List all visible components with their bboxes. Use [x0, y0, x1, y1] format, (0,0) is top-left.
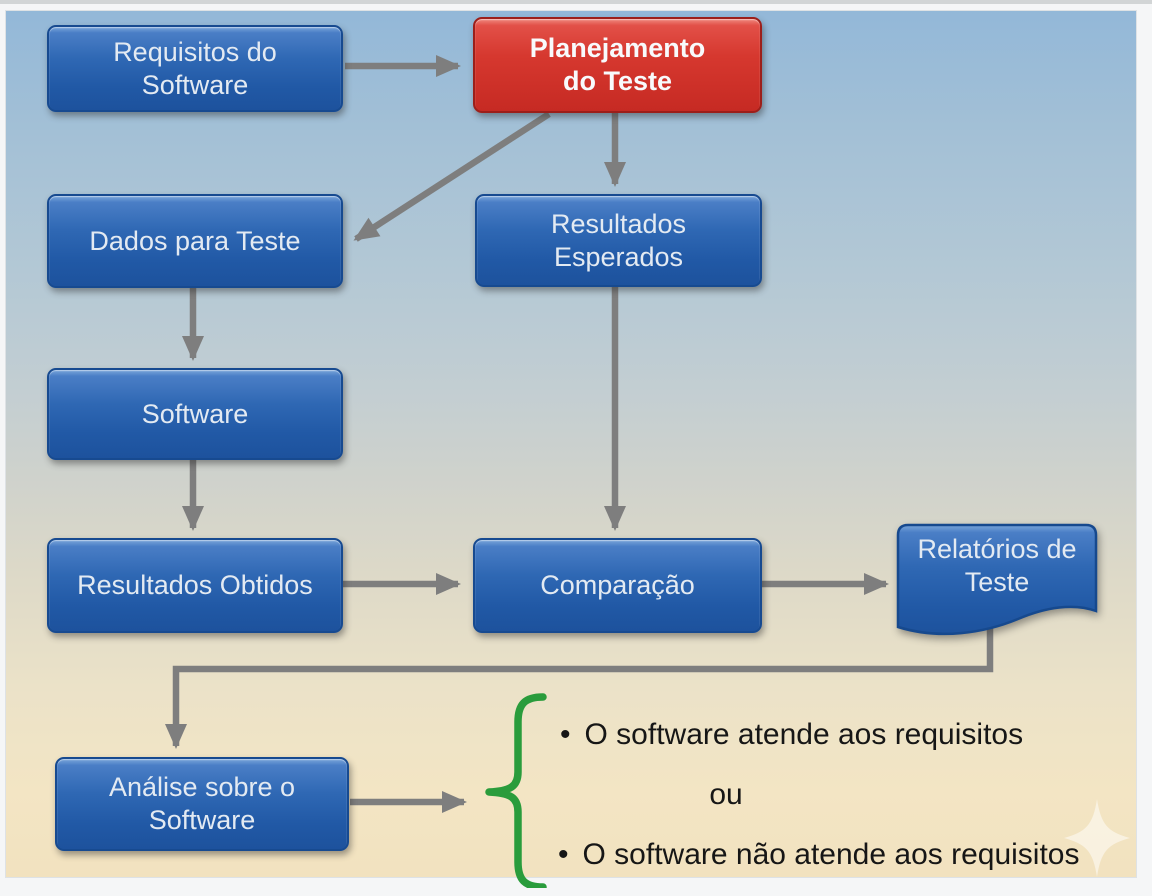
node-relatorios-de-teste: Relatórios de Teste	[896, 531, 1098, 601]
outcome-item-2-text: O software não atende aos requisitos	[582, 838, 1080, 871]
outcome-item-2: • O software não atende aos requisitos	[558, 836, 1079, 874]
node-label: Resultados Esperados	[550, 208, 687, 272]
node-dados-para-teste: Dados para Teste	[47, 194, 343, 288]
bullet-icon: •	[560, 718, 571, 751]
node-label: Planejamento do Teste	[529, 33, 706, 96]
outcome-separator: ou	[556, 776, 896, 814]
outcome-item-1-text: O software atende aos requisitos	[584, 718, 1024, 751]
top-edge-strip	[0, 0, 1152, 4]
node-label: Análise sobre o Software	[108, 772, 296, 835]
node-label: Software	[141, 398, 249, 429]
node-resultados-obtidos: Resultados Obtidos	[47, 538, 343, 633]
node-resultados-esperados: Resultados Esperados	[475, 194, 762, 287]
node-software: Software	[47, 368, 343, 460]
node-analise-sobre-o-software: Análise sobre o Software	[55, 757, 349, 851]
node-label: Relatórios de Teste	[917, 534, 1077, 597]
node-label: Resultados Obtidos	[77, 570, 313, 601]
node-relatorios-de-teste-shape	[896, 523, 1098, 636]
node-label: Dados para Teste	[89, 225, 301, 256]
node-label: Comparação	[540, 570, 695, 601]
node-planejamento-do-teste: Planejamento do Teste	[473, 17, 762, 113]
node-label: Requisitos do Software	[113, 36, 277, 100]
node-comparacao: Comparação	[473, 538, 762, 633]
outcome-item-1: • O software atende aos requisitos	[560, 716, 1023, 754]
outcome-separator-text: ou	[709, 778, 743, 811]
bullet-icon: •	[558, 838, 569, 871]
node-requisitos-do-software: Requisitos do Software	[47, 25, 343, 112]
